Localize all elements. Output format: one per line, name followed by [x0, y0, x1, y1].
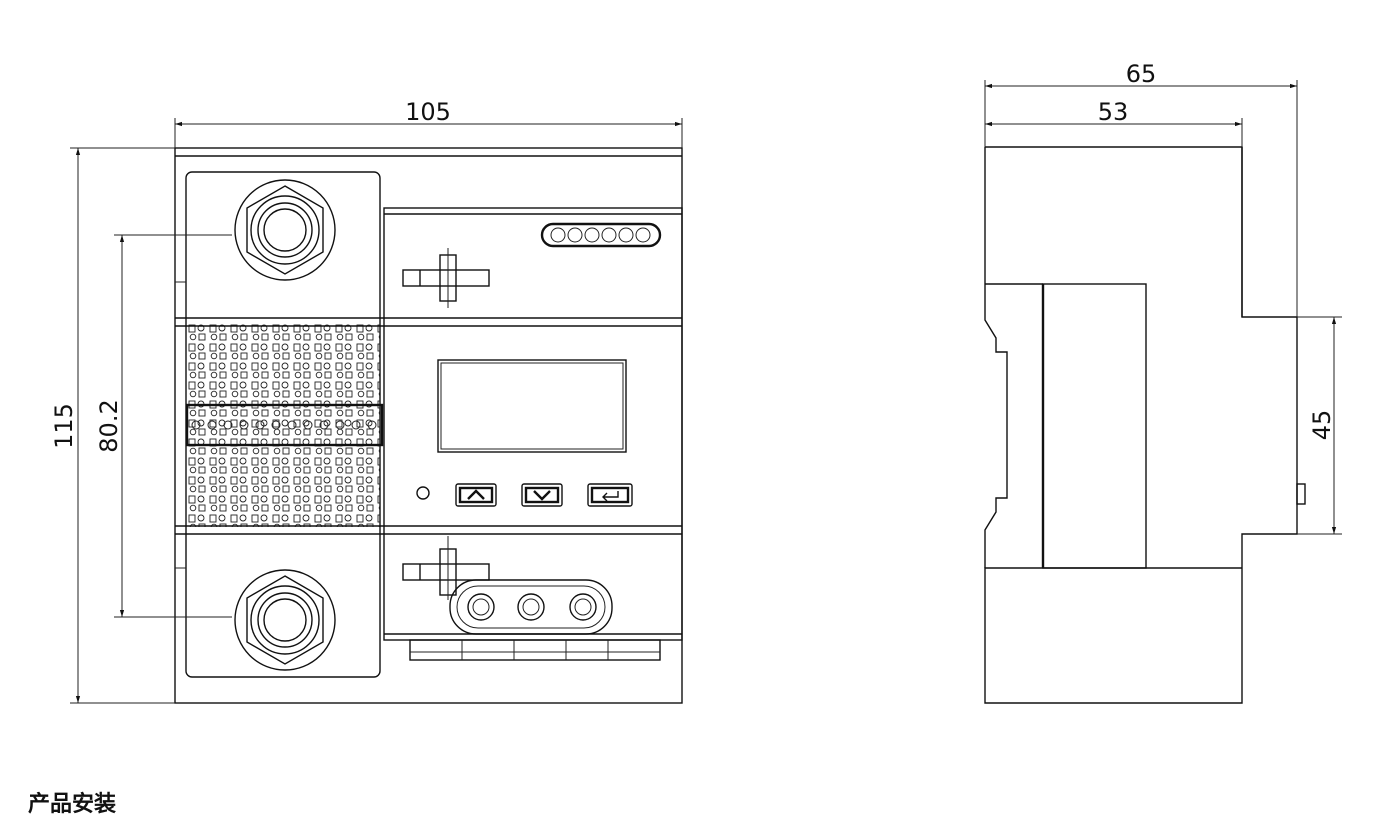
side-latch-nub — [1296, 483, 1306, 505]
chevron-down-icon — [533, 490, 551, 501]
bottom-terminal-screw — [234, 569, 336, 671]
enter-icon — [602, 491, 619, 502]
vent-center-holes — [191, 420, 377, 430]
vent-center-band — [185, 403, 384, 447]
control-module — [383, 207, 683, 641]
side-front-module — [1042, 283, 1147, 569]
bottom-clips — [409, 639, 661, 661]
top-terminal-screw — [234, 179, 336, 281]
button-enter[interactable] — [587, 483, 633, 507]
bottom-din-latch — [402, 536, 490, 600]
section-caption: 产品安装 — [28, 791, 117, 817]
dim-body-depth-label: 53 — [1098, 98, 1129, 126]
din-rail-groove — [984, 283, 1043, 568]
communication-terminals — [449, 579, 613, 635]
top-din-latch — [402, 248, 490, 308]
ventilation-grid — [187, 322, 380, 527]
dim-height-label: 115 — [50, 403, 78, 449]
led-indicator-strip — [540, 222, 662, 248]
lcd-display-inner — [440, 362, 624, 450]
dim-rail-width-label: 45 — [1308, 410, 1336, 441]
dim-overall-depth-label: 65 — [1126, 60, 1157, 88]
dim-front-width: 105 — [174, 98, 683, 148]
button-down[interactable] — [521, 483, 563, 507]
dim-width-label: 105 — [405, 98, 451, 126]
front-view: 105 115 80.2 — [50, 98, 683, 704]
chevron-up-icon — [467, 489, 485, 500]
dim-side-body-depth: 53 — [985, 98, 1243, 147]
technical-drawing: 105 115 80.2 65 — [50, 60, 1342, 704]
lcd-display — [437, 359, 627, 453]
dim-rail-width: 45 — [1297, 316, 1342, 535]
dim-terminal-spacing: 80.2 — [95, 234, 232, 618]
side-body-outline — [984, 146, 1298, 704]
dim-spacing-label: 80.2 — [95, 399, 123, 452]
dim-front-height: 115 — [50, 147, 175, 704]
status-led — [416, 486, 430, 500]
button-up[interactable] — [455, 483, 497, 507]
side-view: 65 53 45 — [984, 60, 1342, 704]
dim-side-overall-depth: 65 — [984, 60, 1298, 317]
